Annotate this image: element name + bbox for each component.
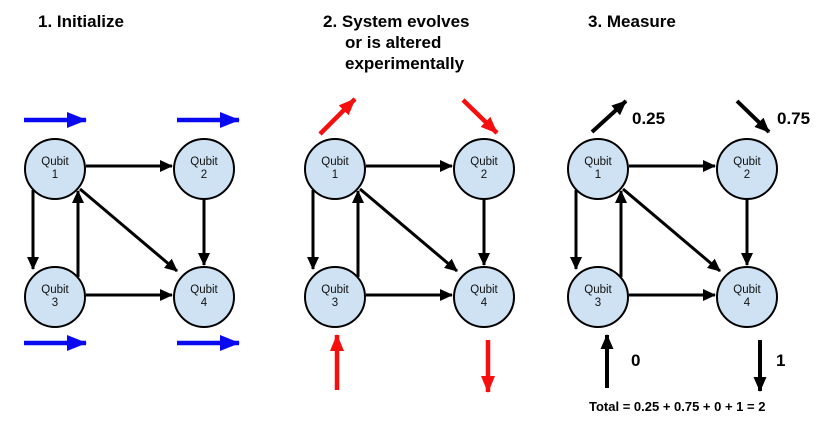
edge-q1-q4	[359, 187, 458, 273]
qubit-node-3	[567, 266, 629, 328]
qubit-node-1	[304, 138, 366, 200]
qubit-node-label: Qubit 1	[41, 156, 69, 181]
qubit-node-label: Qubit 3	[321, 284, 349, 309]
measure-arrow-q2	[735, 99, 771, 134]
qubit-graph-panel-2	[304, 138, 515, 328]
qubit-graph-panel-3	[567, 138, 778, 328]
measure-value-q4: 1	[776, 351, 786, 370]
panel-title-evolve: 2. System evolves or is altered experime…	[323, 12, 470, 73]
qubit-node-3	[304, 266, 366, 328]
qubit-node-label: Qubit 2	[470, 156, 498, 181]
panel-title-measure: 3. Measure	[588, 12, 676, 31]
measure-value-q3: 0	[631, 351, 641, 370]
qubit-node-2	[173, 138, 235, 200]
qubit-node-2	[716, 138, 778, 200]
qubit-node-label: Qubit 1	[321, 156, 349, 181]
qubit-node-label: Qubit 1	[584, 156, 612, 181]
qubit-node-label: Qubit 4	[190, 284, 218, 309]
qubit-node-4	[173, 266, 235, 328]
measure-value-q2: 0.75	[777, 109, 811, 128]
perturb-arrow-q2	[461, 98, 499, 135]
qubit-node-label: Qubit 2	[733, 156, 761, 181]
qubit-node-label: Qubit 4	[470, 284, 498, 309]
measure-value-q1: 0.25	[632, 109, 666, 128]
qubit-node-1	[24, 138, 86, 200]
qubit-graph-panel-1	[24, 112, 240, 351]
qubit-node-label: Qubit 4	[733, 284, 761, 309]
qubit-node-3	[24, 266, 86, 328]
perturb-arrow-q1	[318, 97, 357, 136]
qubit-node-label: Qubit 3	[584, 284, 612, 309]
qubit-node-4	[453, 266, 515, 328]
measure-total: Total = 0.25 + 0.75 + 0 + 1 = 2	[589, 399, 766, 414]
qubit-node-label: Qubit 2	[190, 156, 218, 181]
measure-arrow-q1	[590, 99, 628, 134]
edge-q1-q4	[622, 187, 721, 273]
qubit-node-1	[567, 138, 629, 200]
panel-title-initialize: 1. Initialize	[38, 12, 124, 31]
edge-q1-q4	[79, 187, 178, 273]
qubit-node-4	[716, 266, 778, 328]
qubit-node-2	[453, 138, 515, 200]
qubit-node-label: Qubit 3	[41, 284, 69, 309]
